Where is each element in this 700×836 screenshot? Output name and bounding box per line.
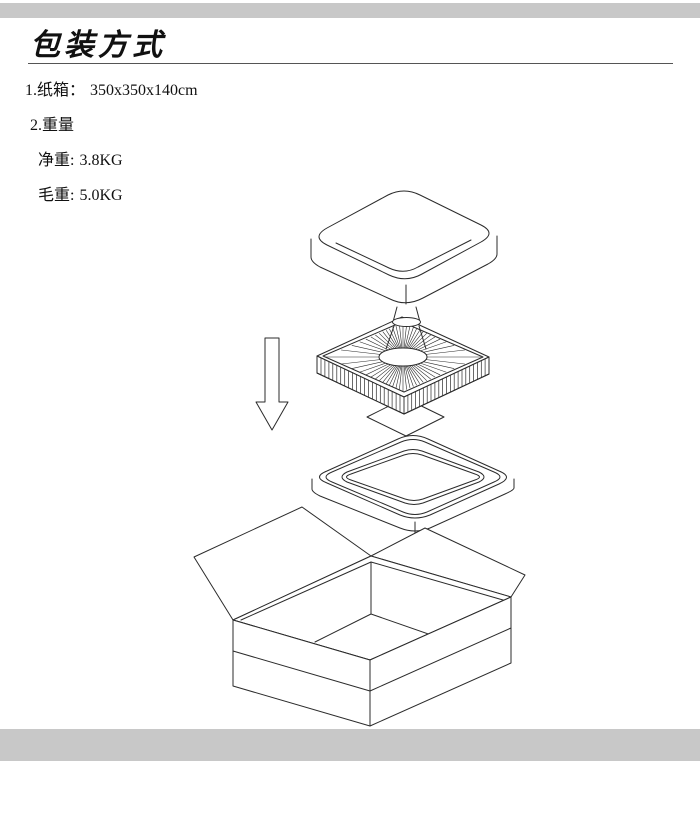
gross-weight-value: 5.0KG [79,187,123,204]
center-dome [378,347,428,367]
gross-weight-label: 毛重: [38,187,75,204]
carton-spec-line: 1.纸箱：350x350x140cm [25,76,198,100]
title-underline [28,63,673,64]
down-arrow-drawing [255,337,289,431]
weight-heading: 2.重量 [30,117,75,134]
stem-collar [392,317,421,327]
net-weight-value: 3.8KG [79,152,123,169]
top-divider-bar [0,3,700,18]
carton-box-drawing [193,506,526,727]
heatsink-fins [316,355,490,415]
net-weight-label: 净重: [38,152,75,169]
gross-weight-line: 毛重:5.0KG [38,181,123,205]
page-title: 包装方式 [30,29,166,62]
net-weight-line: 净重:3.8KG [38,146,123,170]
carton-label: 1.纸箱： [25,82,86,99]
foam-tray-drawing [311,435,515,534]
light-fixture-drawing [316,306,490,437]
foam-lid-drawing [310,190,498,305]
carton-value: 350x350x140cm [90,82,198,99]
bottom-divider-bar [0,729,700,761]
